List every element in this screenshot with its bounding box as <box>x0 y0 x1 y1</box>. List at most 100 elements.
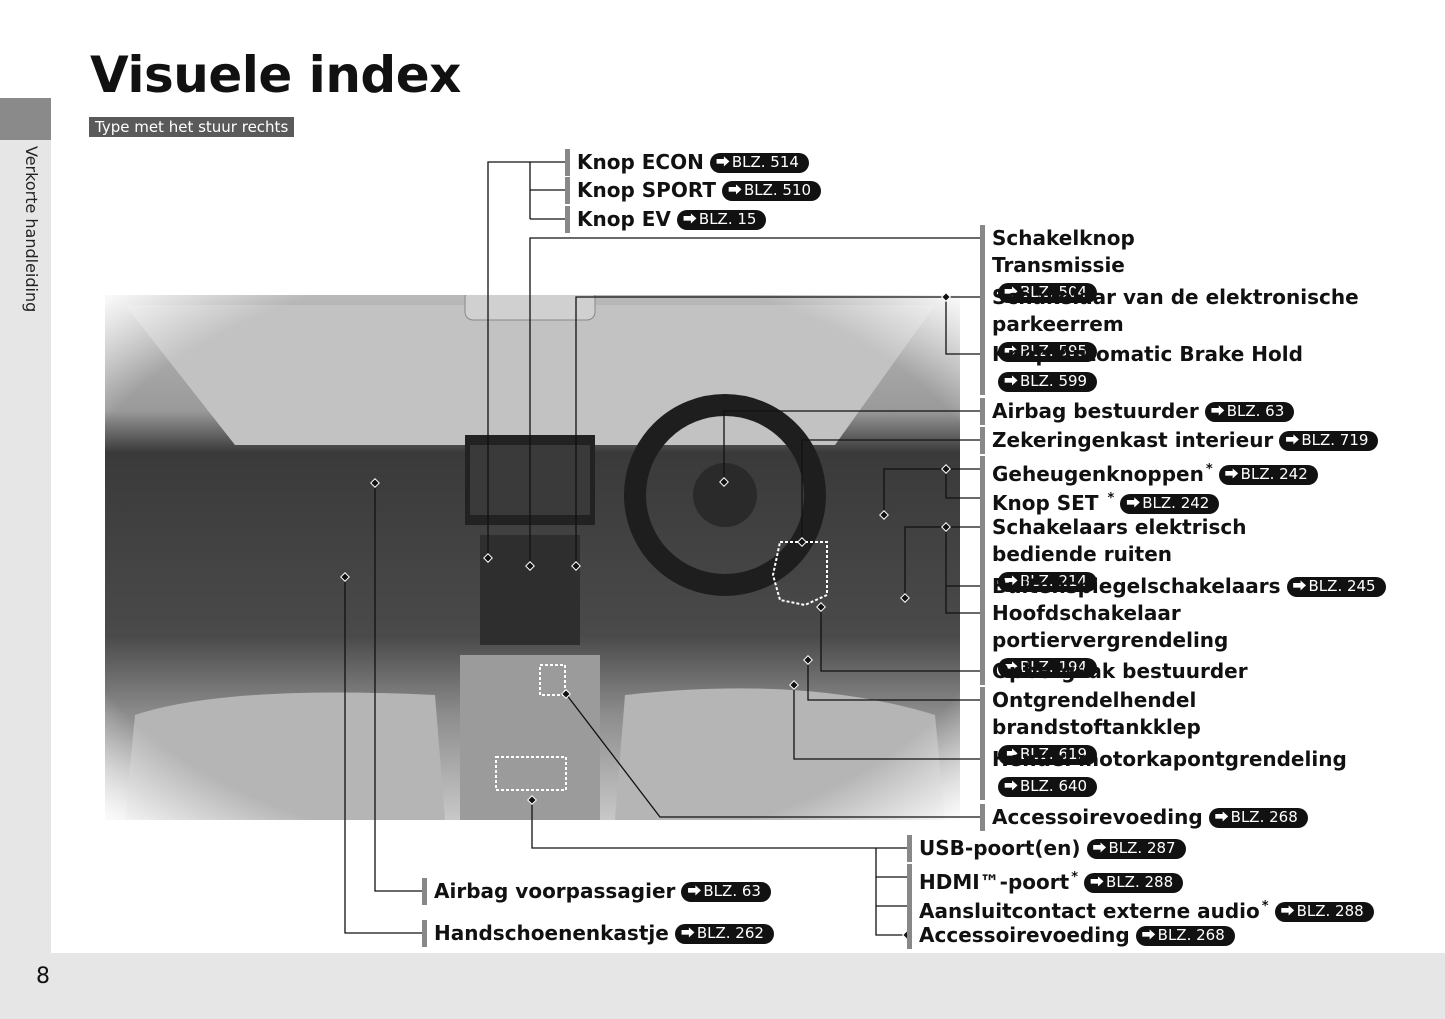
callout-label: HDMI™-poort* ⮕BLZ. 288 <box>907 864 1184 896</box>
sidebar-label: Verkorte handleiding <box>22 146 41 313</box>
pointer-marker <box>879 510 889 520</box>
page-reference-text: BLZ. 595 <box>1020 342 1088 360</box>
page-reference-link[interactable]: ⮕BLZ. 288 <box>1274 902 1374 922</box>
pointer-marker <box>571 561 581 571</box>
page-reference-text: BLZ. 640 <box>1020 777 1088 795</box>
pointer-marker <box>941 522 951 532</box>
label-text: Transmissie <box>992 253 1125 277</box>
arrow-right-icon: ⮕ <box>1126 496 1141 512</box>
page-reference-link[interactable]: ⮕BLZ. 262 <box>674 924 774 944</box>
label-text: Schakelaar van de elektronische <box>992 285 1359 309</box>
callout-label: Airbag voorpassagier⮕BLZ. 63 <box>422 878 771 905</box>
label-text: Buitenspiegelschakelaars <box>992 574 1281 598</box>
page-reference-text: BLZ. 288 <box>1296 902 1364 920</box>
optional-marker: * <box>1071 870 1079 885</box>
leader-line <box>801 439 980 542</box>
callout-label: Schakelaar van de elektronische parkeerre… <box>980 284 1359 365</box>
label-text: parkeerrem <box>992 312 1124 336</box>
label-text: Airbag voorpassagier <box>434 879 676 903</box>
pointer-marker <box>527 795 537 805</box>
pointer-marker <box>719 477 729 487</box>
label-text: Hendel motorkapontgrendeling <box>992 747 1347 771</box>
page-reference-link[interactable]: ⮕BLZ. 242 <box>1120 494 1220 514</box>
callout-label: Accessoirevoeding⮕BLZ. 268 <box>907 922 1235 949</box>
page-reference-link[interactable]: ⮕BLZ. 63 <box>1204 402 1295 422</box>
page-reference-text: BLZ. 510 <box>743 181 812 199</box>
page-title: Visuele index <box>90 46 461 104</box>
page-reference-link[interactable]: ⮕BLZ. 599 <box>998 372 1098 392</box>
pointer-marker <box>525 561 535 571</box>
label-text: Knop EV <box>577 207 671 231</box>
arrow-right-icon: ⮕ <box>1292 579 1307 595</box>
label-text: brandstoftankklep <box>992 715 1201 739</box>
page-reference-link[interactable]: ⮕BLZ. 268 <box>1135 926 1235 946</box>
page-reference-link[interactable]: ⮕BLZ. 214 <box>998 572 1098 592</box>
page-reference-link[interactable]: ⮕BLZ. 194 <box>998 658 1098 678</box>
arrow-right-icon: ⮕ <box>1004 747 1018 763</box>
callout-label: Knop SPORT⮕BLZ. 510 <box>565 177 822 204</box>
page-reference-link[interactable]: ⮕BLZ. 287 <box>1086 839 1186 859</box>
page-reference-link[interactable]: ⮕BLZ. 514 <box>709 153 809 173</box>
page-reference-link[interactable]: ⮕BLZ. 242 <box>1218 465 1318 485</box>
label-text: Knop Automatic Brake Hold <box>992 342 1303 366</box>
optional-marker: * <box>1107 491 1115 506</box>
page-reference-text: BLZ. 514 <box>731 153 799 171</box>
page-reference-link[interactable]: ⮕BLZ. 288 <box>1084 873 1184 893</box>
page-reference-text: BLZ. 214 <box>1020 572 1088 590</box>
page-reference-link[interactable]: ⮕BLZ. 504 <box>998 283 1098 303</box>
arrow-right-icon: ⮕ <box>1004 779 1018 795</box>
arrow-right-icon: ⮕ <box>687 884 702 900</box>
pointer-marker <box>941 464 951 474</box>
page-reference-text: BLZ. 268 <box>1157 926 1225 944</box>
arrow-right-icon: ⮕ <box>1004 285 1018 301</box>
arrow-right-icon: ⮕ <box>1004 574 1018 590</box>
pointer-marker <box>900 593 910 603</box>
page-reference-text: BLZ. 288 <box>1106 873 1174 891</box>
sidebar <box>0 98 51 953</box>
page-reference-link[interactable]: ⮕BLZ. 15 <box>676 210 767 230</box>
optional-marker: * <box>1261 899 1269 914</box>
page-reference-link[interactable]: ⮕BLZ. 268 <box>1208 808 1308 828</box>
leader-line <box>723 410 980 482</box>
leader-line <box>807 660 980 701</box>
page-reference-link[interactable]: ⮕BLZ. 63 <box>681 882 771 902</box>
leader-line <box>820 607 980 672</box>
label-text: Airbag bestuurder <box>992 399 1199 423</box>
page-reference-link[interactable]: ⮕BLZ. 595 <box>998 342 1098 362</box>
subtitle-badge: Type met het stuur rechts <box>89 117 295 137</box>
label-text: portiervergrendeling <box>992 628 1229 652</box>
label-text: Aansluitcontact externe audio <box>919 899 1260 923</box>
page-reference-link[interactable]: ⮕BLZ. 640 <box>998 777 1098 797</box>
page-reference-text: BLZ. 287 <box>1108 839 1176 857</box>
leader-line <box>883 468 980 515</box>
page-reference-link[interactable]: ⮕BLZ. 245 <box>1286 577 1386 597</box>
arrow-right-icon: ⮕ <box>1141 928 1156 944</box>
pointer-marker <box>803 655 813 665</box>
page-reference-text: BLZ. 63 <box>1226 402 1285 420</box>
label-text: USB-poort(en) <box>919 836 1081 860</box>
arrow-right-icon: ⮕ <box>1092 841 1107 857</box>
arrow-right-icon: ⮕ <box>680 926 695 942</box>
label-text: HDMI™-poort <box>919 870 1070 894</box>
page-reference-link[interactable]: ⮕BLZ. 719 <box>1279 431 1379 451</box>
callout-label: Airbag bestuurder⮕BLZ. 63 <box>980 398 1295 425</box>
leader-line <box>575 296 980 566</box>
pointer-marker <box>561 689 571 699</box>
page-reference-link[interactable]: ⮕BLZ. 510 <box>721 181 822 201</box>
callout-label: Hendel motorkapontgrendeling⮕BLZ. 640 <box>980 746 1347 800</box>
label-text: bediende ruiten <box>992 542 1173 566</box>
leader-line <box>945 297 980 355</box>
callout-label: Knop ECON⮕BLZ. 514 <box>565 149 809 176</box>
arrow-right-icon: ⮕ <box>1004 660 1018 676</box>
callout-label: Opbergvak bestuurder <box>980 658 1248 685</box>
callout-label: Knop Automatic Brake Hold ⮕BLZ. 599 <box>980 341 1303 395</box>
label-text: Schakelknop <box>992 226 1135 250</box>
page-reference-link[interactable]: ⮕BLZ. 619 <box>998 745 1098 765</box>
page-reference-text: BLZ. 504 <box>1020 283 1088 301</box>
label-text: Accessoirevoeding <box>992 805 1203 829</box>
leader-line <box>875 848 907 936</box>
arrow-right-icon: ⮕ <box>715 155 730 171</box>
label-text: Schakelaars elektrisch <box>992 515 1247 539</box>
leader-line <box>529 237 980 566</box>
